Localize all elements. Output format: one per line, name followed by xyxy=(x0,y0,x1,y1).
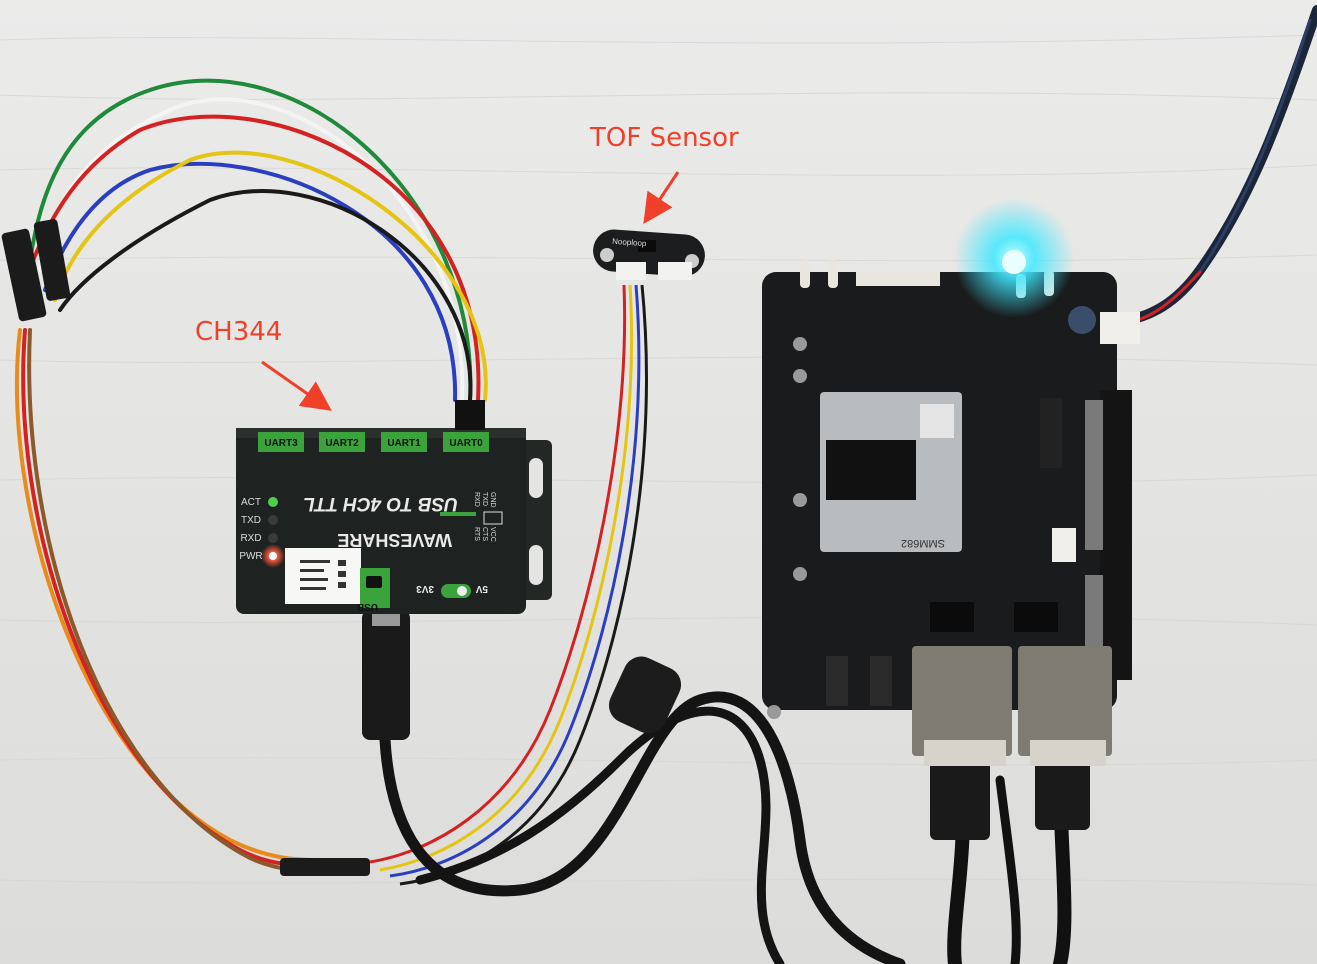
module-leds: ACT TXD RXD PWR xyxy=(239,497,285,568)
board-led xyxy=(1002,250,1026,274)
uart-tags: UART3 UART2 UART1 UART0 xyxy=(258,432,489,452)
annotation-arrows xyxy=(261,171,680,411)
pin-label: VCC xyxy=(489,527,496,542)
led-rxd xyxy=(268,533,278,543)
led-label: ACT xyxy=(241,497,261,508)
led-pwr xyxy=(269,552,277,560)
module-brand: WAVESHARE xyxy=(337,530,452,550)
voltage-switch: 3V3 5V xyxy=(416,583,488,598)
tof-brand: Nooploop xyxy=(612,237,647,248)
jumper-wires xyxy=(15,78,488,874)
module-usb-port: USB xyxy=(357,568,390,612)
pin-label: TXD xyxy=(481,492,488,506)
ch344-label: CH344 xyxy=(195,317,282,347)
tof-sensor: Nooploop xyxy=(593,229,705,280)
board-plugs xyxy=(930,760,1090,840)
module-front-print: USB TO 4CH TTL WAVESHARE xyxy=(303,493,476,550)
usb-cable xyxy=(379,691,906,964)
module-title: USB TO 4CH TTL xyxy=(303,493,458,514)
uart-label: UART0 xyxy=(449,438,483,449)
pin-label: GND xyxy=(489,492,496,508)
pin-label: CTS xyxy=(481,527,488,541)
uart-label: UART3 xyxy=(264,438,298,449)
usb-plug xyxy=(362,606,410,740)
tof-arrow xyxy=(643,171,680,224)
usb-port-label: USB xyxy=(357,601,378,612)
led-label: RXD xyxy=(240,533,261,544)
led-label: PWR xyxy=(239,551,262,562)
ch344-arrow xyxy=(261,360,332,411)
ferrite-bead xyxy=(608,656,682,734)
som-label: SMM682 xyxy=(901,537,945,549)
led-act xyxy=(268,497,278,507)
led-label: TXD xyxy=(241,515,261,526)
module-pin-labels: RXD TXD GND RTS CTS VCC xyxy=(473,492,503,542)
pin-label: RXD xyxy=(473,492,480,507)
dev-board: SMM682 xyxy=(762,260,1140,766)
tof-sensor-label: TOF Sensor xyxy=(589,123,739,153)
pin-label: RTS xyxy=(473,527,480,541)
uart-label: UART2 xyxy=(325,438,359,449)
jumper-connectors xyxy=(1,219,370,876)
voltage-label-3v3: 3V3 xyxy=(416,583,434,594)
voltage-label-5v: 5V xyxy=(475,583,488,594)
led-txd xyxy=(268,515,278,525)
uart-label: UART1 xyxy=(387,438,421,449)
module-sticker xyxy=(285,548,361,604)
